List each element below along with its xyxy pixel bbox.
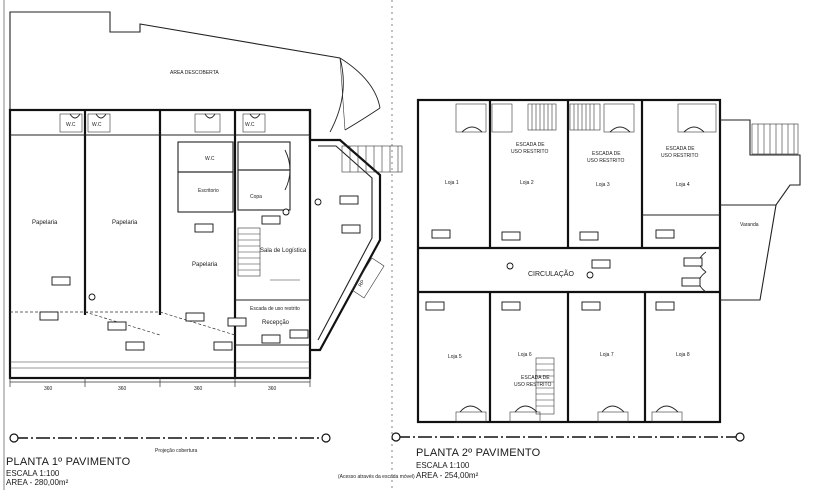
shop-label-3: Loja 3 bbox=[596, 182, 610, 188]
svg-text:RP: RP bbox=[357, 279, 366, 289]
dimension-label-1: 360 bbox=[44, 386, 53, 392]
kitchen-label: Copa bbox=[250, 194, 262, 200]
office-label: Escritorio bbox=[198, 188, 219, 194]
store-label-2: Papelaria bbox=[112, 220, 138, 226]
wc-label-1: W.C bbox=[66, 122, 76, 128]
stair-label-d2: USO RESTRITO bbox=[514, 382, 552, 388]
upper-floor-title: PLANTA 2º PAVIMENTO bbox=[416, 447, 541, 459]
stair-label-b1: ESCADA DE bbox=[592, 151, 621, 157]
shop-label-4: Loja 4 bbox=[676, 182, 690, 188]
ground-floor-title: PLANTA 1º PAVIMENTO bbox=[6, 456, 131, 468]
stair-label-d1: ESCADA DE bbox=[521, 375, 550, 381]
stairs-icon bbox=[751, 123, 799, 155]
dimension-label-2: 360 bbox=[118, 386, 127, 392]
dimension-label-4: 360 bbox=[268, 386, 277, 392]
wc-label-4: W.C bbox=[205, 156, 215, 162]
ground-floor-plan: AREA DESCOBERTA W.C W.C W.C bbox=[6, 11, 415, 487]
reception-label: Recepção bbox=[262, 320, 290, 326]
shop-label-7: Loja 7 bbox=[600, 352, 614, 358]
entrance-doors-icon bbox=[329, 57, 381, 133]
stairs-icon bbox=[237, 227, 261, 277]
shop-label-5: Loja 5 bbox=[448, 354, 462, 360]
section-marker-icon bbox=[425, 229, 703, 311]
shop-label-6: Loja 6 bbox=[518, 352, 532, 358]
upper-floor-scale: ESCALA 1:100 bbox=[416, 461, 470, 470]
store-label-3: Papelaria bbox=[192, 262, 218, 268]
shop-label-8: Loja 8 bbox=[676, 352, 690, 358]
toilet-icon bbox=[69, 113, 261, 119]
logistics-room-label: Sala de Logística bbox=[260, 248, 307, 254]
dimension-label-3: 360 bbox=[194, 386, 203, 392]
stair-label-a2: USO RESTRITO bbox=[511, 149, 549, 155]
terrace-label: Varanda bbox=[740, 222, 759, 228]
upper-floor-plan: Varanda CIRCULAÇÃO bbox=[391, 98, 801, 480]
stair-label-c2: USO RESTRITO bbox=[661, 153, 699, 159]
shop-label-2: Loja 2 bbox=[520, 180, 534, 186]
shop-label-1: Loja 1 bbox=[445, 180, 459, 186]
roof-projection-note: Projeção cobertura bbox=[155, 448, 197, 454]
stairs-icon bbox=[535, 357, 555, 415]
stairs-icon bbox=[527, 103, 601, 131]
covered-area-label: AREA DESCOBERTA bbox=[170, 70, 219, 76]
stair-label-a1: ESCADA DE bbox=[516, 142, 545, 148]
stair-label-c1: ESCADA DE bbox=[666, 146, 695, 152]
wc-label-2: W.C bbox=[92, 122, 102, 128]
upper-floor-area: AREA - 254,00m² bbox=[416, 471, 479, 480]
store-label-1: Papelaria bbox=[32, 220, 58, 226]
circulation-label: CIRCULAÇÃO bbox=[528, 269, 574, 278]
section-marker-icon bbox=[39, 195, 361, 351]
ground-floor-area: AREA - 280,00m² bbox=[6, 478, 69, 487]
stairs-icon bbox=[341, 145, 403, 173]
stair-note: Escada de uso restrito bbox=[250, 306, 300, 312]
stair-label-b2: USO RESTRITO bbox=[587, 158, 625, 164]
ground-floor-scale: ESCALA 1:100 bbox=[6, 469, 60, 478]
access-note: (Acesso através da escada móvel) bbox=[338, 474, 415, 480]
wc-label-3: W.C bbox=[245, 122, 255, 128]
